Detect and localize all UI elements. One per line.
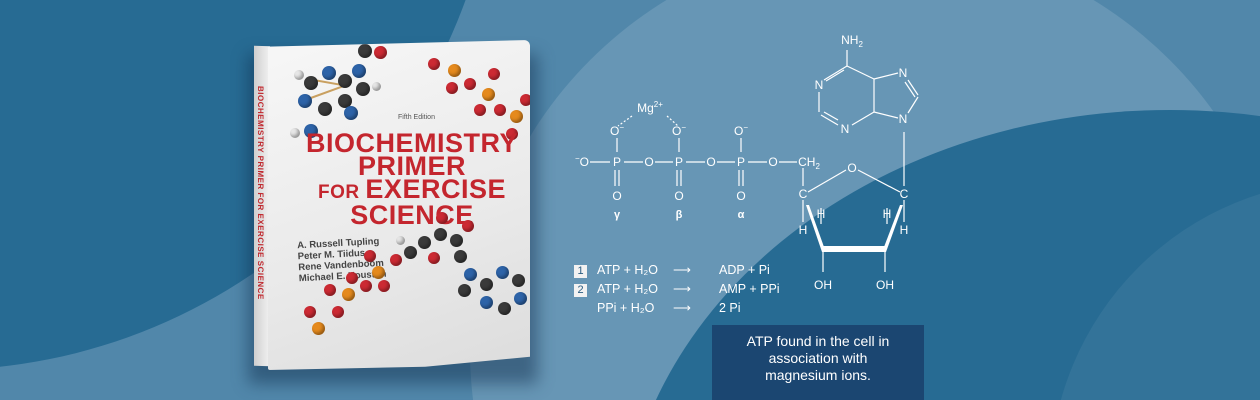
- equation-3: PPi + H₂O ⟶ 2 Pi: [597, 300, 741, 315]
- book-cover-image[interactable]: BIOCHEMISTRY PRIMER FOR EXERCISE SCIENCE: [248, 40, 538, 384]
- equation-left: ATP + H₂O: [597, 263, 659, 277]
- svg-text:−O: −O: [575, 154, 589, 169]
- book-title-line1: BIOCHEMISTRY: [305, 128, 518, 158]
- svg-text:P: P: [613, 155, 621, 169]
- arrow-icon: ⟶: [673, 301, 691, 315]
- equation-number: 1: [574, 265, 587, 278]
- book-title-line3: FOR EXERCISE: [292, 176, 530, 204]
- equation-left: ATP + H₂O: [597, 282, 659, 296]
- gamma-label: γ: [614, 209, 621, 221]
- equation-right: AMP + PPi: [719, 282, 780, 296]
- svg-text:CH2: CH2: [798, 155, 820, 171]
- svg-text:N: N: [841, 122, 850, 136]
- background-circle-faint: [1050, 180, 1260, 400]
- book-title-line2: PRIMER: [357, 151, 466, 181]
- svg-text:O−: O−: [734, 123, 748, 138]
- svg-text:C: C: [900, 187, 909, 201]
- svg-text:H: H: [799, 223, 808, 237]
- equation-2: 2 ATP + H₂O ⟶ AMP + PPi: [574, 281, 780, 297]
- svg-text:O: O: [736, 189, 745, 203]
- svg-text:H: H: [817, 207, 826, 221]
- svg-text:O−: O−: [610, 123, 624, 138]
- book-spine: BIOCHEMISTRY PRIMER FOR EXERCISE SCIENCE: [254, 45, 270, 367]
- book-title-exercise: EXERCISE: [365, 174, 506, 204]
- book-front-cover: Fifth Edition BIOCHEMISTRY PRIMER FOR EX…: [268, 40, 530, 370]
- equation-1: 1 ATP + H₂O ⟶ ADP + Pi: [574, 262, 770, 278]
- svg-text:P: P: [675, 155, 683, 169]
- hydroxyl-label: OH: [814, 278, 832, 292]
- svg-text:P: P: [737, 155, 745, 169]
- equation-number: 2: [574, 284, 587, 297]
- svg-text:NH2: NH2: [841, 33, 863, 49]
- alpha-label: α: [738, 209, 745, 221]
- mg-ion-label: Mg2+: [637, 100, 663, 115]
- caption-text: ATP found in the cell in association wit…: [746, 333, 890, 383]
- arrow-icon: ⟶: [673, 263, 691, 277]
- hydroxyl-label: OH: [876, 278, 894, 292]
- book-title: BIOCHEMISTRY PRIMER FOR EXERCISE SCIENCE: [292, 128, 530, 230]
- svg-text:O−: O−: [672, 123, 686, 138]
- equation-right: 2 Pi: [719, 301, 741, 315]
- svg-text:O: O: [847, 161, 856, 175]
- beta-label: β: [676, 209, 683, 221]
- svg-text:O: O: [768, 155, 777, 169]
- equation-left: PPi + H₂O: [597, 301, 655, 315]
- svg-text:N: N: [899, 112, 908, 126]
- book-edition: Fifth Edition: [398, 114, 435, 121]
- svg-text:O: O: [706, 155, 715, 169]
- svg-text:N: N: [899, 66, 908, 80]
- equation-right: ADP + Pi: [719, 263, 770, 277]
- arrow-icon: ⟶: [673, 282, 691, 296]
- svg-text:N: N: [815, 78, 824, 92]
- caption-box: ATP found in the cell in association wit…: [712, 325, 924, 400]
- svg-text:O: O: [612, 189, 621, 203]
- svg-text:H: H: [883, 207, 892, 221]
- book-title-line4: SCIENCE: [350, 200, 474, 230]
- spine-title: BIOCHEMISTRY PRIMER FOR EXERCISE SCIENCE: [256, 85, 265, 300]
- svg-text:H: H: [900, 223, 909, 237]
- book-title-for: FOR: [318, 182, 366, 203]
- svg-text:O: O: [674, 189, 683, 203]
- svg-text:C: C: [799, 187, 808, 201]
- svg-text:O: O: [644, 155, 653, 169]
